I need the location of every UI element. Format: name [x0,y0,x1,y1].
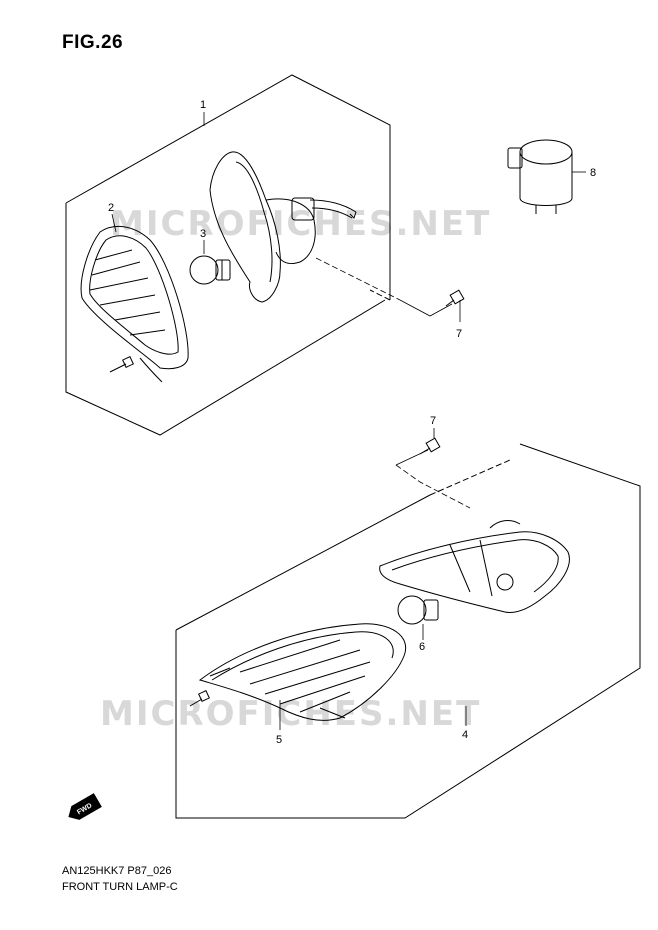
left-lens-part [80,225,189,383]
forward-direction-badge: FWD [68,793,102,820]
callout-leaders [111,112,586,730]
callout-3: 3 [200,228,206,240]
figure-code: AN125HKK7 P87_026 [62,865,172,877]
upper-bulb-part [189,255,231,285]
callout-8: 8 [590,167,596,179]
figure-title: FIG.26 [62,32,124,53]
callout-7-upper: 7 [456,328,462,340]
upper-assembly-frame [65,74,391,436]
callout-4: 4 [462,729,468,741]
figure-name: FRONT TURN LAMP-C [62,881,178,893]
lower-bulb-part [397,595,439,625]
flasher-relay-part [507,139,573,214]
lower-housing-part [379,520,570,613]
lower-lens-part [198,623,407,721]
callout-1: 1 [200,99,206,111]
screw-7-lower-part [419,437,441,455]
lower-assembly-frame [175,443,641,819]
callout-6: 6 [419,641,425,653]
callout-labels: 1 2 3 4 5 6 7 7 8 [108,99,596,746]
callout-5: 5 [276,734,282,746]
upper-screw [109,356,134,373]
callout-2: 2 [108,202,114,214]
lower-screw [189,690,210,707]
lower-leader-lines [395,449,471,509]
watermark-group: MICROFICHES.NET MICROFICHES.NET [100,204,491,734]
screw-7-upper-part [445,289,465,307]
callout-7-lower: 7 [430,415,436,427]
watermark-top: MICROFICHES.NET [110,204,491,244]
upper-housing-part [209,151,357,303]
upper-leader-lines [315,257,453,317]
forward-arrow-icon [68,793,102,820]
